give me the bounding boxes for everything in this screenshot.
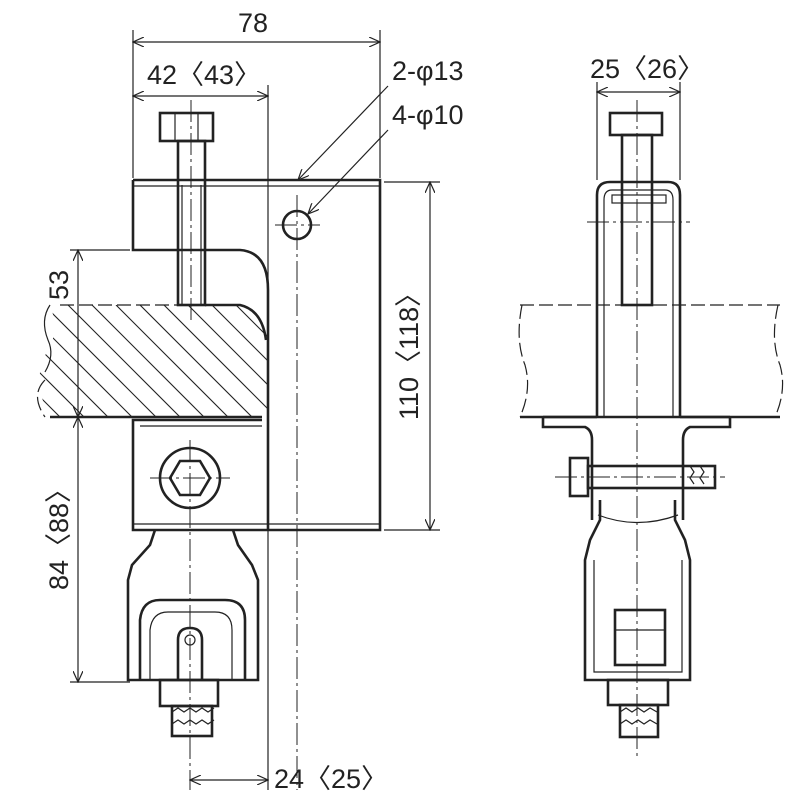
dim-25: 25〈26〉 [590,54,704,180]
dim-lower-height: 84〈88〉 [44,476,74,590]
beam-section [0,303,268,419]
beam-side [518,304,784,419]
dim-84: 84〈88〉 [44,417,130,682]
dim-24: 24〈25〉 [190,764,388,794]
hatch-line [259,305,268,417]
hanger [126,529,260,738]
hatch-line [43,305,157,417]
hatch-line [163,305,268,417]
dim-jaw-width: 42〈43〉 [147,60,261,90]
cross-bolt [555,456,725,498]
hatch-line [187,305,268,417]
clamp-bolt [158,100,215,320]
hatch-line [0,305,36,417]
hole-callout-2-phi13: 2-φ13 [392,56,464,86]
dim-height: 110〈118〉 [394,280,424,420]
hatch-line [115,305,229,417]
hatch-line [91,305,205,417]
hatch-line [39,305,85,417]
dim-78: 78 [133,8,380,178]
dim-side-width: 25〈26〉 [590,54,704,84]
dim-53: 53 [44,250,130,417]
front-view: 78 42〈43〉 2-φ13 4-φ10 [0,8,464,794]
hatch-line [0,305,12,417]
pivot-bolt [150,440,230,790]
dim-overall-width: 78 [238,8,268,38]
dim-offset: 24〈25〉 [274,764,388,794]
side-view: 25〈26〉 [518,54,784,760]
bracket-body [131,178,382,790]
hatch-line [39,305,109,417]
hatch-line [139,305,253,417]
dim-110: 110〈118〉 [384,182,440,530]
hatch-line [235,305,268,417]
dim-42: 42〈43〉 [133,60,268,790]
hatch-line [67,305,181,417]
hatch-line [211,305,268,417]
dim-max-flange: 53 [44,270,74,300]
hole-callout-4-phi10: 4-φ10 [392,100,464,130]
hatch-line [39,305,61,417]
hatch-line [39,305,133,417]
